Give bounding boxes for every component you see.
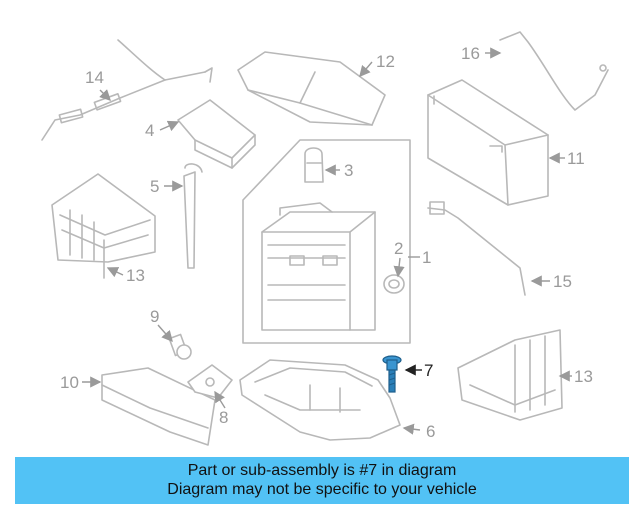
rod-part-5 bbox=[183, 163, 203, 269]
cable-part-16 bbox=[499, 31, 609, 111]
callout-6: 6 bbox=[426, 422, 435, 441]
battery-cover-part-12 bbox=[237, 51, 386, 126]
vent-plug-part-1 bbox=[383, 274, 405, 294]
bolt-part-7-highlighted bbox=[382, 355, 402, 393]
banner-line-1: Part or sub-assembly is #7 in diagram bbox=[187, 462, 457, 479]
bolt-part-9 bbox=[168, 333, 192, 360]
cable-part-15 bbox=[427, 201, 526, 296]
callout-15: 15 bbox=[553, 272, 572, 291]
callout-9: 9 bbox=[150, 307, 159, 326]
clip-part-8 bbox=[187, 364, 233, 399]
battery-tray-part-13-left bbox=[51, 173, 156, 279]
terminal-cover-part-3 bbox=[304, 147, 324, 183]
battery-assembly-frame bbox=[242, 139, 411, 344]
callout-4: 4 bbox=[145, 121, 154, 140]
callout-14: 14 bbox=[85, 68, 104, 87]
callout-1: 1 bbox=[422, 248, 431, 267]
callout-10: 10 bbox=[60, 373, 79, 392]
callout-5: 5 bbox=[150, 177, 159, 196]
callout-16: 16 bbox=[461, 44, 480, 63]
banner-line-2: Diagram may not be specific to your vehi… bbox=[167, 481, 477, 498]
leader-lines bbox=[82, 47, 572, 435]
callout-7: 7 bbox=[424, 361, 433, 380]
info-banner: Part or sub-assembly is #7 in diagram Di… bbox=[15, 457, 629, 504]
battery-tray-part-13-right bbox=[457, 329, 563, 421]
battery-tray-part-6 bbox=[239, 359, 401, 441]
parts-diagram: 1 2 3 4 5 6 7 8 9 10 11 12 13 13 14 15 1… bbox=[41, 31, 609, 446]
callout-13-left: 13 bbox=[126, 266, 145, 285]
battery-part-2 bbox=[261, 202, 376, 331]
bracket-part-4 bbox=[177, 99, 256, 169]
plate-part-10 bbox=[101, 367, 216, 446]
callout-8: 8 bbox=[219, 408, 228, 427]
battery-part-11 bbox=[427, 79, 549, 206]
callout-12: 12 bbox=[376, 52, 395, 71]
callout-11: 11 bbox=[567, 149, 585, 168]
cable-part-14 bbox=[41, 39, 213, 141]
callout-3: 3 bbox=[344, 161, 353, 180]
callout-13-right: 13 bbox=[574, 367, 593, 386]
callout-2: 2 bbox=[394, 239, 403, 258]
